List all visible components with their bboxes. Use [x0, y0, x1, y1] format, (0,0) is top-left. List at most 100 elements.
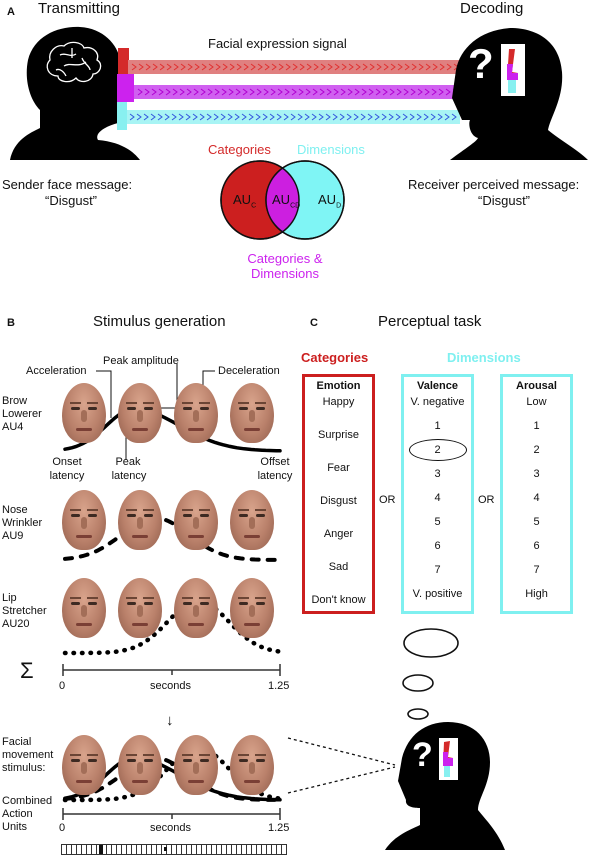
- face-brow-l: [238, 402, 249, 404]
- face-avatar: [62, 578, 106, 638]
- venn-overlap-region: [266, 161, 299, 239]
- chevron-icon: [432, 63, 438, 71]
- au20-label: Lip Stretcher AU20: [2, 592, 47, 631]
- chevron-icon: [397, 63, 403, 71]
- face-brow-l: [182, 509, 193, 511]
- chevron-icon: [220, 113, 226, 121]
- valence-option[interactable]: 4: [434, 492, 441, 504]
- signal-band-dimensions: [127, 110, 460, 124]
- arousal-option[interactable]: Low: [526, 396, 547, 408]
- chevron-icon: [318, 113, 324, 121]
- chevron-icon: [383, 63, 389, 71]
- arousal-option[interactable]: 6: [533, 540, 540, 552]
- sender-marker-overlap: [117, 74, 134, 102]
- arousal-option[interactable]: 7: [533, 564, 540, 576]
- chevron-icon: [257, 63, 263, 71]
- valence-option[interactable]: V. positive: [412, 588, 463, 600]
- face-brow-r: [87, 509, 98, 511]
- emotion-option[interactable]: Disgust: [320, 495, 357, 507]
- transmitting-title: Transmitting: [38, 0, 120, 17]
- face-brow-r: [255, 402, 266, 404]
- au20-label-line1: Lip: [2, 592, 17, 604]
- face-brow-r: [199, 402, 210, 404]
- peak-amplitude-label: Peak amplitude: [103, 355, 179, 367]
- chevron-icon: [431, 88, 437, 96]
- arousal-option[interactable]: 4: [533, 492, 540, 504]
- face-eye-r: [200, 407, 209, 410]
- chevron-icon: [325, 113, 331, 121]
- valence-option[interactable]: V. negative: [410, 396, 465, 408]
- face-brow-l: [238, 597, 249, 599]
- chevron-icon: [445, 88, 451, 96]
- face-mouth: [76, 535, 92, 538]
- valence-option[interactable]: 7: [434, 564, 441, 576]
- face-eye-r: [144, 407, 153, 410]
- chevron-icon: [395, 113, 401, 121]
- au-d-base: AU: [318, 192, 337, 207]
- face-mouth: [76, 428, 92, 431]
- receiver-message: “Disgust”: [478, 193, 531, 208]
- arousal-option[interactable]: 5: [533, 516, 540, 528]
- face-mouth: [244, 535, 260, 538]
- chevron-icon: [334, 63, 340, 71]
- chevron-icon: [361, 88, 367, 96]
- valence-option[interactable]: 6: [434, 540, 441, 552]
- valence-option[interactable]: 1: [434, 420, 441, 432]
- face-eye-l: [239, 602, 248, 605]
- chevron-icon: [248, 113, 254, 121]
- face-brow-r: [143, 597, 154, 599]
- valence-option[interactable]: 3: [434, 468, 441, 480]
- sender-head-icon: [10, 26, 140, 160]
- chevron-icon: [213, 113, 219, 121]
- receiver-question-mark: ?: [468, 40, 494, 87]
- combined-line2: movement: [2, 749, 54, 761]
- chevron-icon: [229, 63, 235, 71]
- chevron-icon: [437, 113, 443, 121]
- chevron-icon: [193, 88, 199, 96]
- arousal-option[interactable]: 3: [533, 468, 540, 480]
- face-brow-l: [70, 509, 81, 511]
- face-eye-l: [71, 407, 80, 410]
- chevron-icon: [143, 113, 149, 121]
- face-mouth: [188, 428, 204, 431]
- face-nose: [193, 410, 199, 422]
- emotion-option[interactable]: Sad: [328, 561, 349, 573]
- chevron-icon: [214, 88, 220, 96]
- acceleration-label: Acceleration: [26, 365, 87, 377]
- emotion-option[interactable]: Don't know: [311, 594, 366, 606]
- face-brow-r: [199, 754, 210, 756]
- thinking-exclamation-magenta: [443, 752, 453, 766]
- emotion-option[interactable]: Anger: [323, 528, 354, 540]
- dimensions-header: Dimensions: [447, 350, 521, 365]
- chevron-icon: [333, 88, 339, 96]
- chevron-icon: [278, 63, 284, 71]
- decoding-title: Decoding: [460, 0, 524, 17]
- emotion-option[interactable]: Surprise: [318, 429, 359, 441]
- au4-label-line1: Brow: [2, 395, 28, 407]
- chevron-icon: [304, 113, 310, 121]
- arousal-option[interactable]: 2: [533, 444, 540, 456]
- emotion-option[interactable]: Happy: [322, 396, 355, 408]
- au4-label-line3: AU4: [2, 421, 24, 433]
- projection-line-bottom: [287, 766, 396, 794]
- valence-option[interactable]: 5: [434, 516, 441, 528]
- face-brow-l: [238, 754, 249, 756]
- face-nose: [193, 605, 199, 617]
- chevron-icon: [166, 63, 172, 71]
- venn-both-label-1: Categories &: [247, 251, 323, 266]
- chevron-icon: [417, 88, 423, 96]
- arousal-option[interactable]: 1: [533, 420, 540, 432]
- face-mouth: [132, 428, 148, 431]
- face-avatar: [174, 578, 218, 638]
- chevron-icon: [439, 63, 445, 71]
- face-nose: [81, 410, 87, 422]
- arousal-option[interactable]: High: [525, 588, 548, 600]
- chevron-icon: [164, 113, 170, 121]
- chevron-icon: [284, 88, 290, 96]
- emotion-title: Emotion: [316, 380, 361, 392]
- sender-marker-dimensions: [117, 102, 127, 130]
- face-avatar: [230, 735, 274, 795]
- emotion-option[interactable]: Fear: [327, 462, 350, 474]
- chevron-icon: [388, 113, 394, 121]
